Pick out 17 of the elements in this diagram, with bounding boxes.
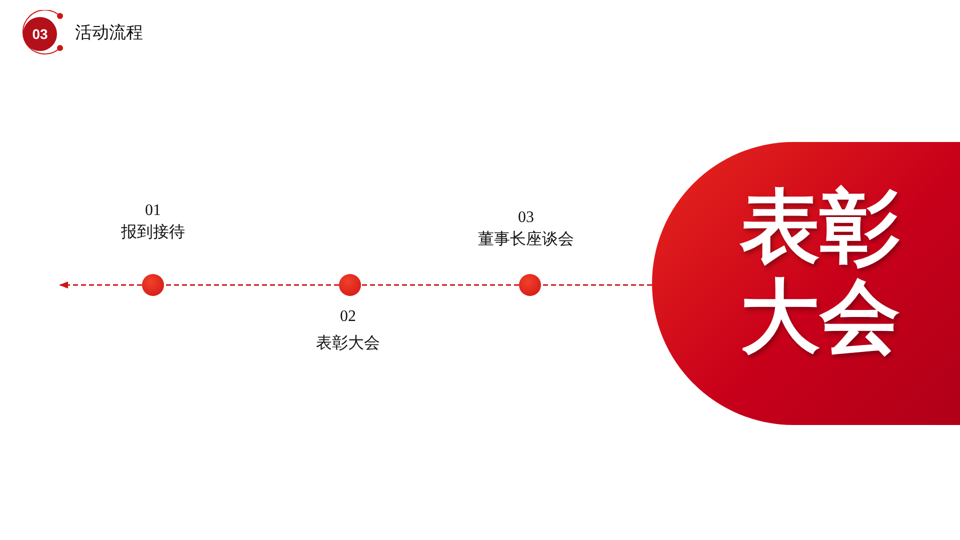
timeline-dot: [339, 274, 361, 296]
dashed-line: [361, 284, 519, 286]
badge-number: 03: [31, 25, 49, 43]
step-number: 01: [145, 201, 161, 221]
timeline-dot: [142, 274, 164, 296]
step-label: 表彰大会: [316, 334, 380, 354]
dashed-line: [164, 284, 339, 286]
step-number: 03: [518, 208, 534, 228]
dashed-arrow: [59, 281, 142, 289]
step-label: 董事长座谈会: [478, 230, 574, 250]
slide-title: 活动流程: [75, 22, 143, 44]
step-label: 报到接待: [121, 223, 185, 243]
step-number: 02: [340, 307, 356, 327]
timeline-dot: [519, 274, 541, 296]
banner-title: 表彰大会: [740, 182, 901, 362]
dashed-line: [541, 284, 652, 286]
banner-shape: [652, 142, 960, 425]
